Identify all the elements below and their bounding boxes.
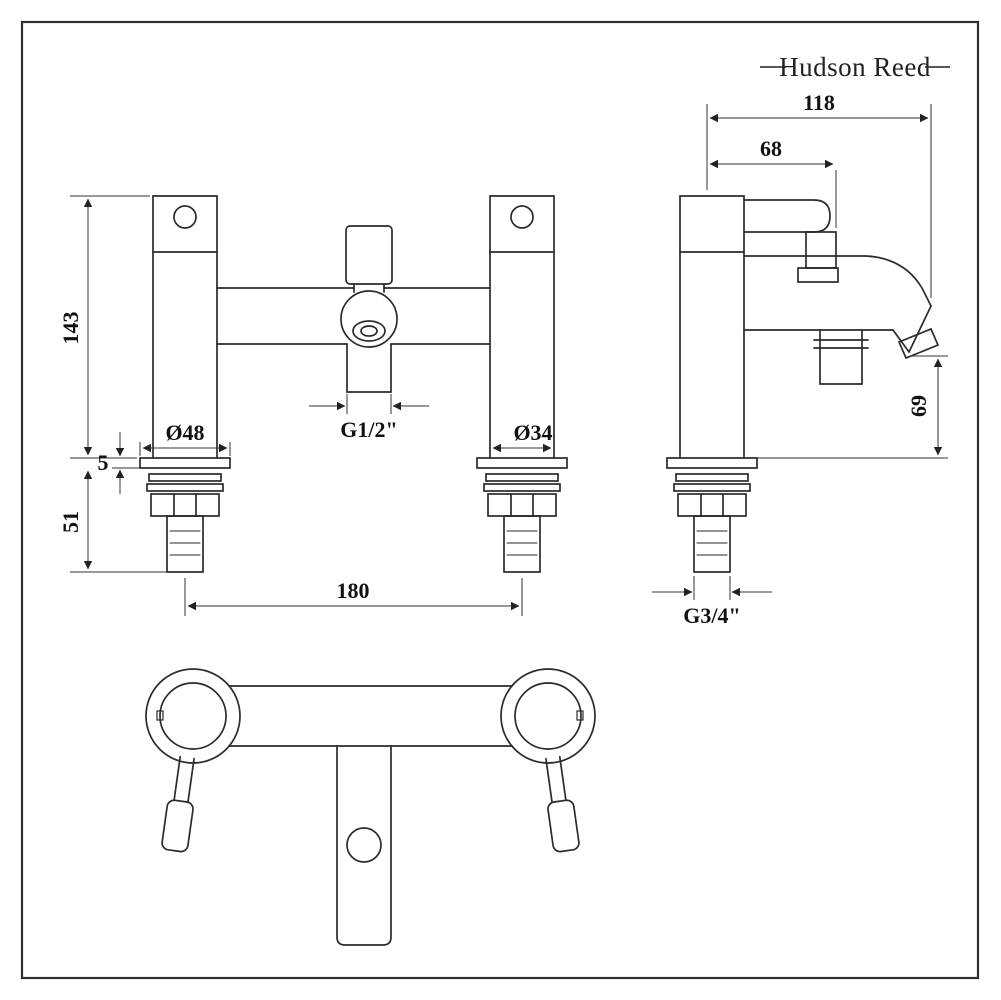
front-view (139, 195, 568, 573)
plan-right-handle-outer (500, 668, 596, 764)
spout-bottom (743, 329, 910, 353)
cold-indicator (576, 710, 584, 721)
front-right-base (476, 457, 568, 573)
threaded-tail (503, 515, 541, 573)
diverter-knob-cap (797, 267, 839, 283)
diverter-knob (805, 231, 837, 269)
lever-neck (173, 755, 195, 803)
holder-neck (353, 283, 385, 293)
flange-plate (666, 457, 758, 469)
hose-outlet (819, 329, 863, 385)
brand-block: Hudson Reed (760, 52, 950, 82)
washer (675, 473, 749, 482)
hose-outlet-ridges (813, 339, 869, 349)
dim-label-shank: 51 (58, 511, 83, 533)
dim-label-depth-body: 68 (760, 136, 782, 161)
handset-holder (345, 225, 393, 285)
spout-top (743, 255, 932, 307)
washer (673, 483, 751, 492)
threaded-tail (693, 515, 731, 573)
washer (146, 483, 224, 492)
shower-outlet-body (346, 343, 392, 393)
backnut (677, 493, 747, 517)
ext-lines-143 (70, 195, 150, 459)
front-left-base (139, 457, 231, 573)
lever-grip (547, 799, 580, 853)
flange-plate (476, 457, 568, 469)
dim-label-inlet-thread: G3/4" (683, 603, 740, 628)
ext-lines-g34 (693, 576, 731, 600)
plan-left-lever (161, 755, 195, 853)
spout-aerator (897, 327, 940, 360)
backnut-facets (510, 493, 534, 517)
plan-spout-column (336, 745, 392, 946)
front-left-pillar (152, 195, 218, 459)
diverter-outlet-outer (352, 320, 386, 342)
plan-spout-hole (346, 827, 382, 863)
ext-lines-g12 (346, 394, 392, 414)
front-dimensions: 143 5 51 Ø48 Ø34 G1/2" 180 (58, 195, 553, 616)
diverter-ball (340, 290, 398, 348)
dim-label-height: 143 (58, 312, 83, 345)
lever-neck (545, 755, 567, 804)
ext-lines-180 (184, 578, 523, 616)
backnut-facets (700, 493, 724, 517)
front-left-handle-hole (173, 205, 197, 229)
side-dimensions: 118 68 69 G3/4" (652, 90, 948, 628)
dim-label-spout-clearance: 69 (906, 395, 931, 417)
lever-grip (161, 799, 194, 853)
backnut (487, 493, 557, 517)
spout-tip-face (908, 305, 932, 353)
washer (148, 473, 222, 482)
plan-left-handle-inner (159, 682, 227, 750)
flange-plate (139, 457, 231, 469)
dim-label-plate: 5 (98, 450, 109, 475)
dim-label-centres: 180 (337, 578, 370, 603)
plan-right-handle-inner (514, 682, 582, 750)
brand-name: Hudson Reed (779, 52, 931, 82)
ext-lines-48 (139, 442, 231, 456)
side-base (666, 457, 758, 573)
dim-label-flange-dia: Ø48 (165, 420, 204, 445)
front-right-handle-hole (510, 205, 534, 229)
washer (483, 483, 561, 492)
dim-label-shower-thread: G1/2" (340, 417, 397, 442)
ext-lines-118 (706, 104, 932, 298)
hot-indicator (156, 710, 164, 721)
side-view (666, 195, 940, 573)
threaded-tail (166, 515, 204, 573)
backnut (150, 493, 220, 517)
backnut-facets (173, 493, 197, 517)
page-border (20, 20, 980, 980)
plan-right-lever (545, 755, 580, 853)
plan-body-bar (228, 685, 513, 747)
plan-view (145, 668, 596, 946)
washer (485, 473, 559, 482)
side-pillar (679, 195, 745, 459)
dim-label-body-dia: Ø34 (513, 420, 552, 445)
dim-label-depth-total: 118 (803, 90, 835, 115)
thread-lines (506, 530, 538, 556)
lever-arm (743, 199, 831, 233)
thread-lines (169, 530, 201, 556)
ext-lines-69 (757, 355, 948, 459)
front-right-pillar (489, 195, 555, 459)
diverter-outlet-inner (360, 325, 378, 337)
thread-lines (696, 530, 728, 556)
